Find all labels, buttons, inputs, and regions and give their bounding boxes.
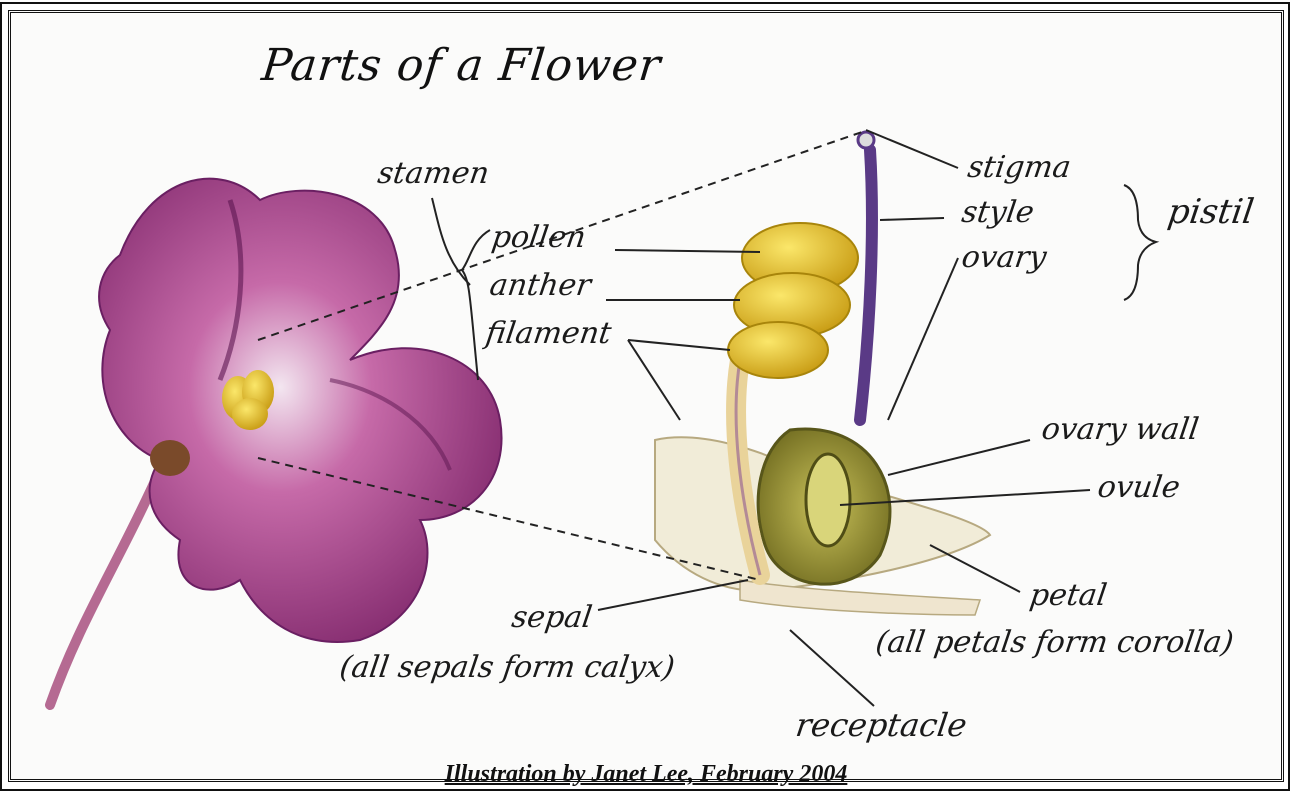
label-sepal-note: (all sepals form calyx) — [338, 650, 677, 685]
label-stamen: stamen — [376, 156, 492, 191]
whole-flower-drawing — [50, 179, 502, 705]
anther-section — [728, 223, 858, 378]
label-ovary-wall: ovary wall — [1040, 412, 1201, 447]
label-stigma: stigma — [966, 150, 1074, 185]
label-sepal: sepal — [510, 600, 595, 635]
label-style: style — [960, 195, 1037, 230]
label-pistil: pistil — [1165, 192, 1256, 232]
cross-section-drawing — [655, 132, 990, 615]
label-petal: petal — [1028, 578, 1109, 613]
label-ovule: ovule — [1096, 470, 1183, 505]
label-receptacle: receptacle — [793, 706, 969, 744]
label-petal-note: (all petals form corolla) — [874, 625, 1236, 660]
label-ovary: ovary — [960, 240, 1049, 275]
illustration-credit: Illustration by Janet Lee, February 2004 — [0, 761, 1292, 788]
label-pollen: pollen — [490, 220, 588, 255]
diagram-title: Parts of a Flower — [259, 40, 663, 91]
label-filament: filament — [484, 316, 614, 351]
label-anther: anther — [488, 268, 594, 303]
